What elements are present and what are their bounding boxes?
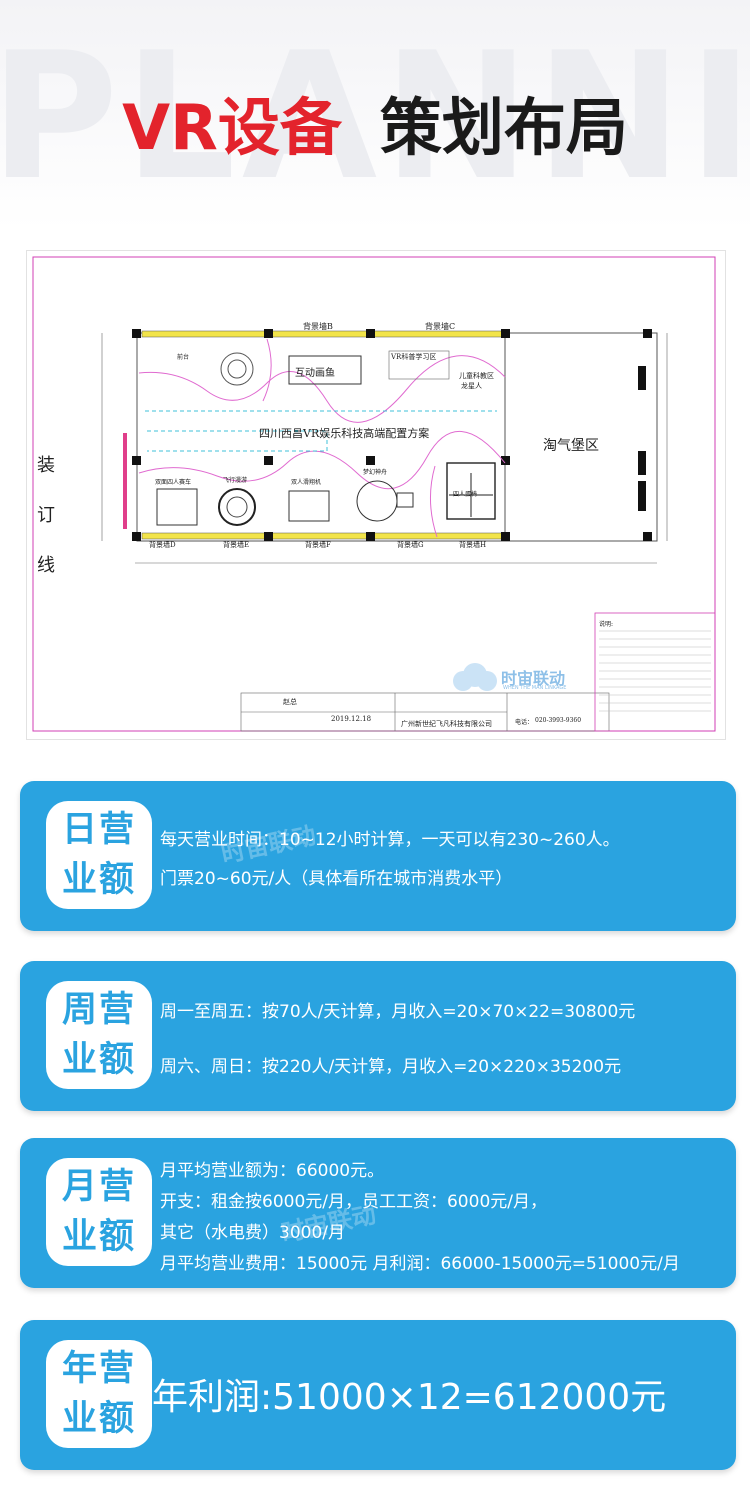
daily-badge-line-1: 日营 xyxy=(61,810,136,850)
front-desk-label: 前台 xyxy=(177,354,190,361)
yearly-badge-line-2: 业额 xyxy=(61,1399,136,1439)
weekly-badge-line-2: 业额 xyxy=(61,1040,136,1080)
monthly-line-1: 月平均营业额为：66000元。 xyxy=(160,1161,385,1181)
monthly-badge-line-2: 业额 xyxy=(61,1217,136,1257)
project-title: 四川西昌VR娱乐科技高端配置方案 xyxy=(259,427,430,440)
monthly-line-3: 其它（水电费）3000/月 xyxy=(160,1223,345,1243)
title-red-part: VR设备 xyxy=(122,91,342,164)
wall-label-e: 背景墙E xyxy=(223,541,250,549)
device-label-3: 双人滑翔机 xyxy=(291,479,322,486)
zone-kids-sub-label: 龙星人 xyxy=(461,382,482,390)
yearly-badge: 年营 业额 xyxy=(46,1340,152,1448)
device-label-5: 四人蛋椅 xyxy=(453,491,478,498)
wall-label-g: 背景墙G xyxy=(397,541,424,549)
naughty-castle-label: 淘气堡区 xyxy=(543,438,599,454)
monthly-line-2: 开支：租金按6000元/月，员工工资：6000元/月， xyxy=(160,1192,547,1212)
yearly-revenue-card: 年营 业额 年利润:51000×12=612000元 xyxy=(20,1320,736,1470)
yearly-badge-line-1: 年营 xyxy=(61,1349,136,1389)
weekly-badge: 周营 业额 xyxy=(46,981,152,1089)
weekly-lines: 周一至周五：按70人/天计算，月收入=20×70×22=30800元 周六、周日… xyxy=(160,997,635,1077)
company-name: 广州新世纪飞凡科技有限公司 xyxy=(401,720,492,728)
weekly-line-2: 周六、周日：按220人/天计算，月收入=20×220×35200元 xyxy=(160,1057,622,1077)
weekly-line-1: 周一至周五：按70人/天计算，月收入=20×70×22=30800元 xyxy=(160,1002,636,1022)
daily-badge-line-2: 业额 xyxy=(61,860,136,900)
side-char-1: 装 xyxy=(37,455,55,476)
side-char-2: 订 xyxy=(37,505,55,526)
phone-number: 020-3993-9360 xyxy=(535,717,582,724)
floor-plan-svg xyxy=(32,256,716,732)
notes-title: 说明: xyxy=(599,621,614,628)
zone-kids-label: 儿童科教区 xyxy=(459,372,494,380)
daily-line-1: 每天营业时间：10~12小时计算，一天可以有230~260人。 xyxy=(160,830,620,850)
draw-date: 2019.12.18 xyxy=(331,715,372,723)
wall-label-f: 背景墙F xyxy=(305,541,331,549)
daily-badge: 日营 业额 xyxy=(46,801,152,909)
device-label-2: 飞行漫游 xyxy=(223,477,248,484)
wall-label-h: 背景墙H xyxy=(459,541,487,549)
daily-line-2: 门票20~60元/人（具体看所在城市消费水平） xyxy=(160,869,513,889)
wall-label-c: 背景墙C xyxy=(425,322,456,331)
device-label-1: 双面四人赛车 xyxy=(155,479,192,486)
wall-label-b: 背景墙B xyxy=(303,322,333,331)
monthly-badge-line-1: 月营 xyxy=(61,1167,136,1207)
floor-plan-drawing: 装 订 线 背景墙B 背景墙C 背景墙D 背景墙E 背景墙F 背景墙G 背景墙H… xyxy=(26,250,726,740)
device-label-4: 梦幻神舟 xyxy=(363,469,388,476)
zone-vr-science-label: VR科普学习区 xyxy=(391,353,437,361)
weekly-revenue-card: 周营 业额 周一至周五：按70人/天计算，月收入=20×70×22=30800元… xyxy=(20,961,736,1111)
drawer-name: 赵总 xyxy=(283,698,297,706)
yearly-line-1: 年利润:51000×12=612000元 xyxy=(152,1377,667,1418)
daily-lines: 每天营业时间：10~12小时计算，一天可以有230~260人。 门票20~60元… xyxy=(160,825,620,889)
title-black-part: 策划布局 xyxy=(379,91,628,164)
monthly-line-4: 月平均营业费用：15000元 月利润：66000-15000元=51000元/月 xyxy=(160,1254,680,1274)
side-char-3: 线 xyxy=(37,555,55,576)
weekly-badge-line-1: 周营 xyxy=(61,990,136,1030)
monthly-lines: 月平均营业额为：66000元。 开支：租金按6000元/月，员工工资：6000元… xyxy=(160,1156,680,1280)
page-title: VR设备策划布局 xyxy=(0,88,750,168)
zone-interactive-label: 互动画鱼 xyxy=(295,368,335,379)
monthly-badge: 月营 业额 xyxy=(46,1158,152,1266)
background-watermark-word: PLANNIN xyxy=(0,16,750,219)
phone-label: 电话： xyxy=(515,719,534,726)
drawing-logo-text: 时宙联动 xyxy=(501,669,566,688)
wall-label-d: 背景墙D xyxy=(149,541,176,549)
drawing-logo-sub: WHEN THE MAN LINKAGE xyxy=(503,685,567,691)
monthly-revenue-card: 月营 业额 时宙联动 月平均营业额为：66000元。 开支：租金按6000元/月… xyxy=(20,1138,736,1288)
daily-revenue-card: 日营 业额 时宙联动 每天营业时间：10~12小时计算，一天可以有230~260… xyxy=(20,781,736,931)
